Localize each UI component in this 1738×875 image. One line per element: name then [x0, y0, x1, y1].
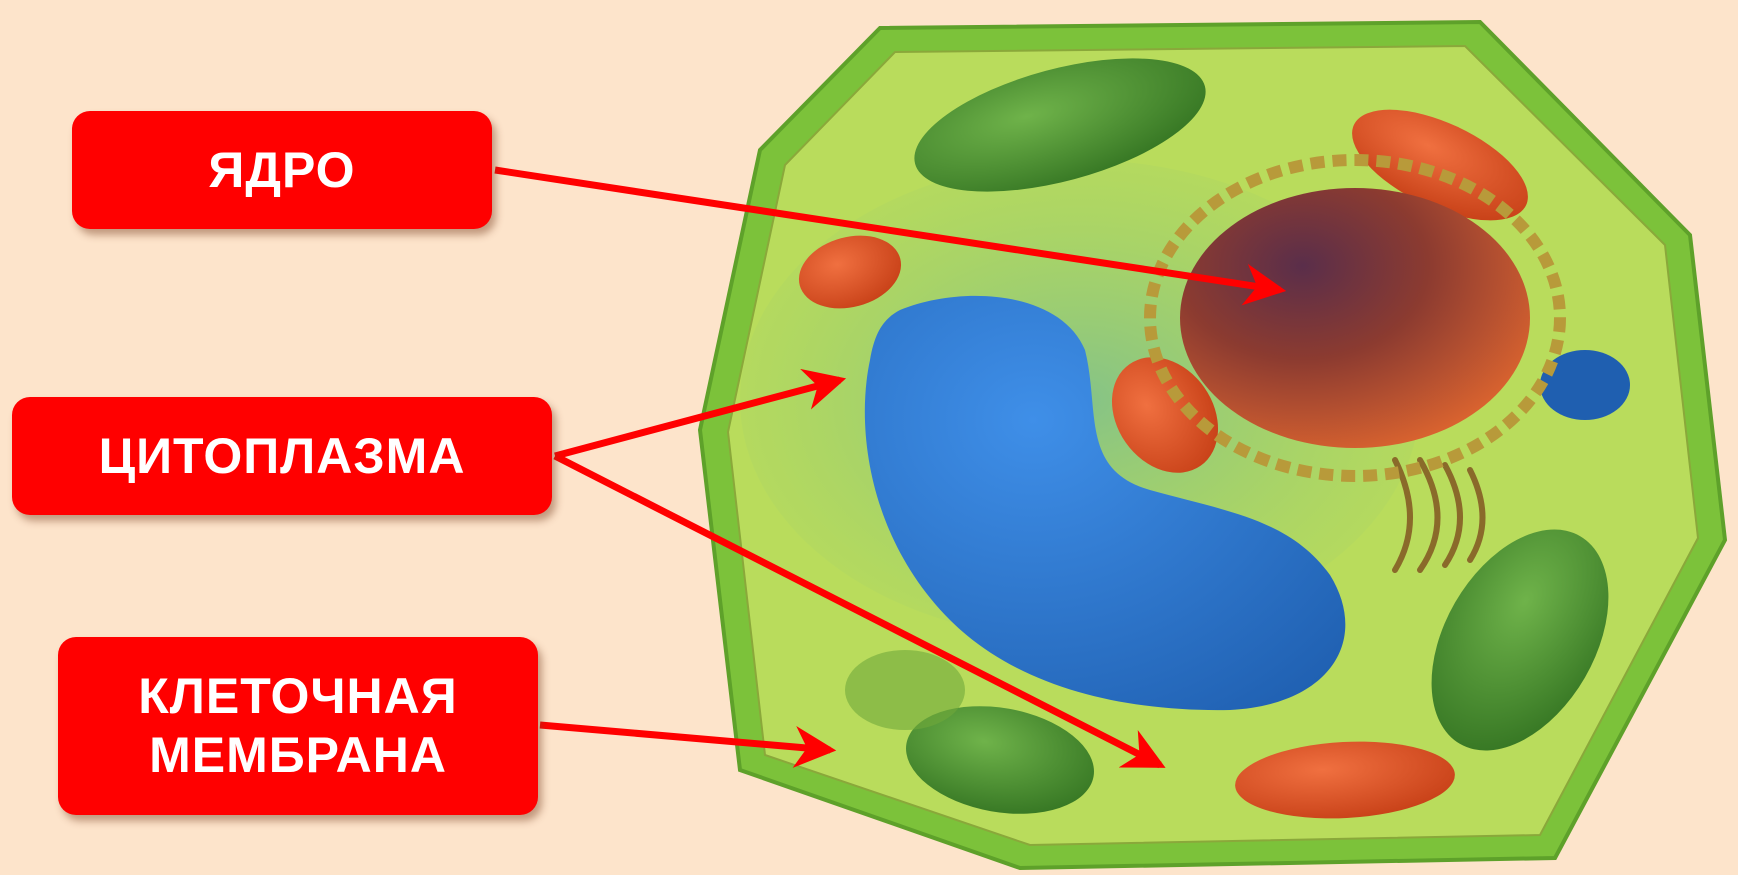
nucleus-shape	[1180, 188, 1530, 448]
vesicle	[1540, 350, 1630, 420]
nucleus-label: ЯДРО	[72, 111, 492, 229]
cell-membrane-label: КЛЕТОЧНАЯ МЕМБРАНА	[58, 637, 538, 815]
nucleus-label-text: ЯДРО	[208, 141, 355, 200]
cell-membrane-label-line2: МЕМБРАНА	[149, 726, 447, 785]
cytoplasm-label-text: ЦИТОПЛАЗМА	[99, 427, 466, 486]
cell-membrane-label-line1: КЛЕТОЧНАЯ	[138, 667, 457, 726]
chloroplast	[845, 650, 965, 730]
cytoplasm-label: ЦИТОПЛАЗМА	[12, 397, 552, 515]
